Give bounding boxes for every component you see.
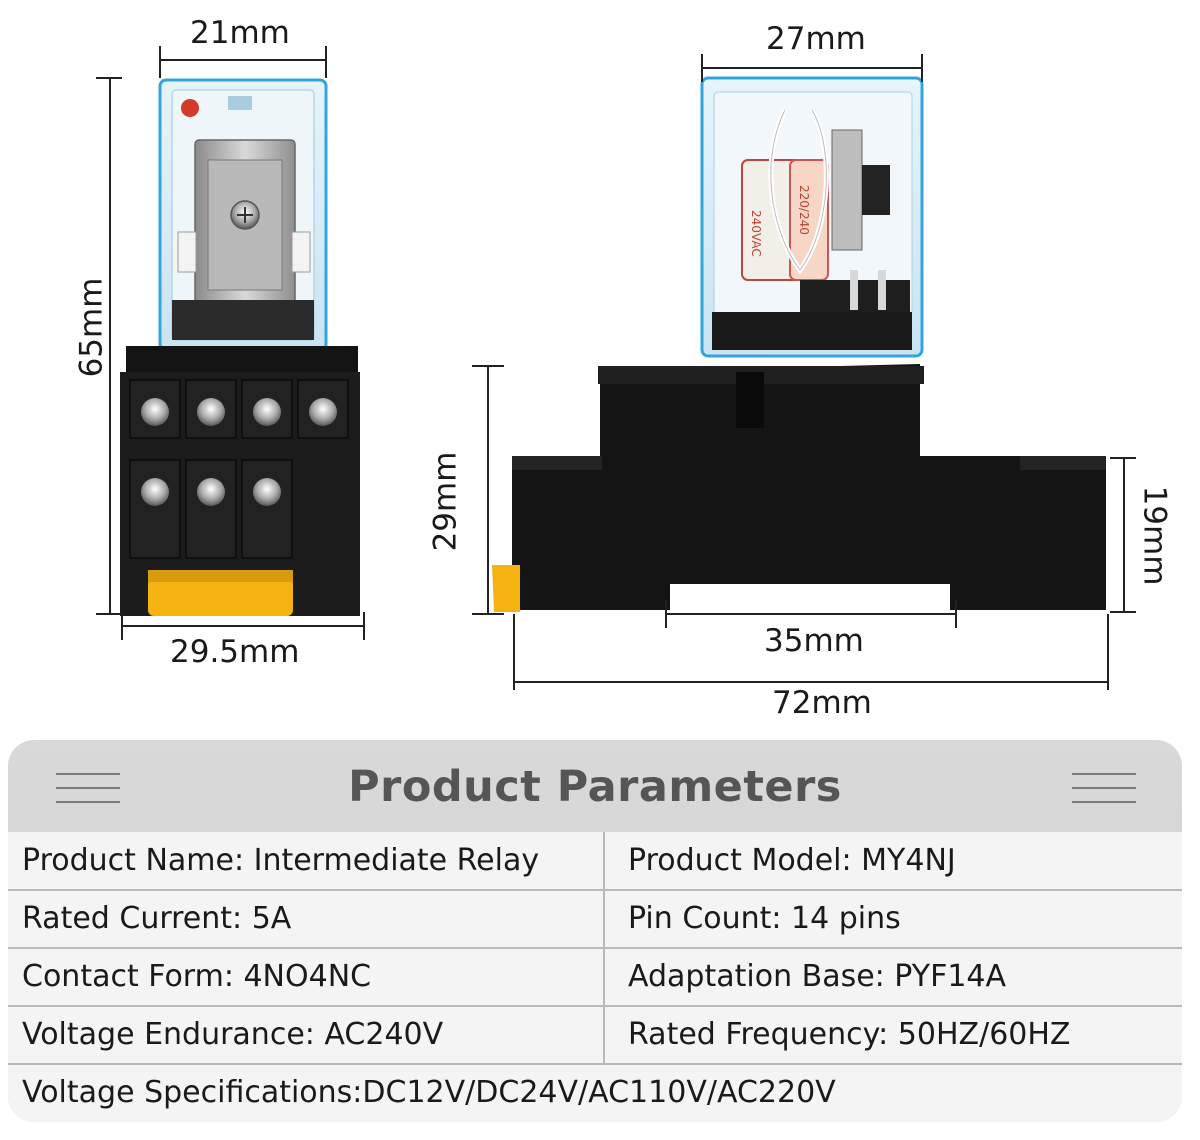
param-cell: Contact Form: 4NO4NC xyxy=(22,959,372,994)
side-view: 240VAC 220/240 xyxy=(472,54,1136,690)
param-cell: Product Model: MY4NJ xyxy=(628,843,956,878)
table-row: Voltage Specifications:DC12V/DC24V/AC110… xyxy=(8,1064,1182,1121)
table-row: Voltage Endurance: AC240V Rated Frequenc… xyxy=(8,1006,1182,1065)
dim-front-top-width: 21mm xyxy=(190,15,290,51)
menu-lines-icon-right xyxy=(1072,773,1136,805)
dim-side-base-height: 29mm xyxy=(427,451,464,552)
dim-front-base-width: 29.5mm xyxy=(170,634,300,670)
terminal-row-lower xyxy=(129,459,293,559)
menu-lines-icon-left xyxy=(56,773,120,805)
front-dimension-lines xyxy=(96,46,365,640)
parameters-table: Product Name: Intermediate Relay Product… xyxy=(8,832,1182,1122)
table-row: Product Name: Intermediate Relay Product… xyxy=(8,832,1182,891)
panel-header: Product Parameters xyxy=(8,740,1182,832)
product-parameters-panel: Product Parameters Product Name: Interme… xyxy=(8,740,1182,1122)
param-cell: Rated Current: 5A xyxy=(22,901,292,936)
dim-side-top-width: 27mm xyxy=(766,21,866,57)
param-cell: Rated Frequency: 50HZ/60HZ xyxy=(628,1017,1071,1052)
dim-side-lower-height: 19mm xyxy=(1136,485,1173,586)
dim-side-rail-width: 35mm xyxy=(764,623,864,659)
table-row: Rated Current: 5A Pin Count: 14 pins xyxy=(8,890,1182,949)
side-socket-base xyxy=(512,364,1106,610)
product-drawing: 240VAC 220/240 xyxy=(73,15,1173,721)
param-cell: Product Name: Intermediate Relay xyxy=(22,843,540,878)
param-cell: Adaptation Base: PYF14A xyxy=(628,959,1007,994)
led-indicator xyxy=(181,99,199,117)
panel-title: Product Parameters xyxy=(348,762,842,812)
terminal-row-upper xyxy=(129,379,349,439)
side-dimension-lines xyxy=(472,54,1136,690)
param-cell-voltage-specs: Voltage Specifications:DC12V/DC24V/AC110… xyxy=(22,1075,836,1110)
coil-label-b: 220/240 xyxy=(797,185,811,235)
dim-front-height: 65mm xyxy=(73,277,110,378)
side-din-clip xyxy=(492,565,520,612)
front-din-clip xyxy=(148,578,293,616)
relay-illustration: 240VAC 220/240 xyxy=(96,46,1136,690)
param-cell: Pin Count: 14 pins xyxy=(628,901,901,936)
param-cell: Voltage Endurance: AC240V xyxy=(22,1017,444,1052)
coil-label-a: 240VAC xyxy=(749,210,763,257)
dim-side-total-width: 72mm xyxy=(772,685,872,721)
table-row: Contact Form: 4NO4NC Adaptation Base: PY… xyxy=(8,948,1182,1007)
front-view xyxy=(96,46,365,640)
